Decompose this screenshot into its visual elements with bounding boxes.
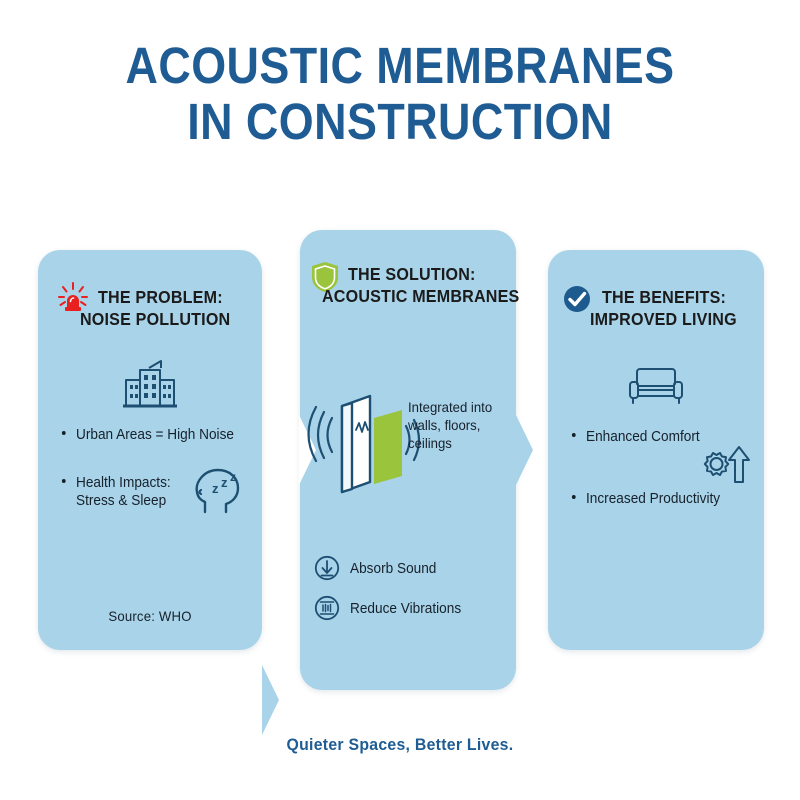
panel-problem-heading-line-1: THE PROBLEM: [98, 287, 223, 307]
panel-solution-heading-line-2: ACOUSTIC MEMBRANES [322, 286, 520, 306]
footer-tagline-text: Quieter Spaces, Better Lives. [286, 735, 514, 754]
connector-notch-benefits [547, 665, 564, 735]
siren-icon [56, 280, 90, 319]
arrow-down-circle-icon [314, 555, 340, 586]
page-title-line-1: ACOUSTIC MEMBRANES [125, 37, 675, 94]
problem-bullet-1-label: Urban Areas = High Noise [76, 427, 234, 443]
connector-arrow-solution-to-benefits [516, 415, 533, 485]
shield-icon [310, 260, 340, 299]
solution-feature-1-label: Absorb Sound [350, 561, 437, 577]
panel-problem: THE PROBLEM: NOISE POLLUTION [38, 250, 279, 735]
page-title: ACOUSTIC MEMBRANES IN CONSTRUCTION [101, 38, 699, 150]
sofa-icon [627, 362, 685, 413]
connector-arrow-problem-to-solution [262, 665, 279, 735]
svg-text:z: z [221, 475, 228, 490]
problem-bullet-1: Urban Areas = High Noise [61, 426, 245, 444]
benefits-bullet-2: Increased Productivity [571, 490, 755, 508]
svg-text:z: z [212, 481, 219, 496]
benefits-bullet-1-label: Enhanced Comfort [586, 429, 700, 445]
panel-benefits-heading-line-2: IMPROVED LIVING [590, 309, 737, 329]
bullet-dot [61, 431, 66, 435]
benefits-bullet-1: Enhanced Comfort [571, 428, 746, 446]
problem-source-label: Source: WHO [108, 608, 192, 624]
bullet-dot [571, 495, 576, 499]
panel-benefits: THE BENEFITS: IMPROVED LIVING Enhanced C [547, 250, 764, 735]
vibration-circle-icon [314, 595, 340, 626]
panel-solution: THE SOLUTION: ACOUSTIC MEMBRANES [299, 230, 533, 690]
bullet-dot [61, 479, 66, 483]
bullet-dot [571, 433, 576, 437]
sleeping-head-zzz-icon: z z z [190, 460, 248, 523]
panel-problem-heading-line-2: NOISE POLLUTION [80, 309, 231, 329]
solution-caption: Integrated into walls, floors, ceilings [408, 399, 493, 451]
footer-tagline: Quieter Spaces, Better Lives. [0, 735, 800, 755]
page-title-line-2: IN CONSTRUCTION [187, 93, 613, 150]
city-building-icon [118, 358, 182, 417]
benefits-bullet-2-label: Increased Productivity [586, 491, 721, 507]
solution-feature-2-label: Reduce Vibrations [350, 601, 462, 617]
panel-solution-heading-line-1: THE SOLUTION: [348, 264, 476, 284]
panel-benefits-heading-line-1: THE BENEFITS: [602, 287, 727, 307]
check-circle-icon [562, 284, 592, 319]
gear-up-arrow-icon [692, 440, 754, 499]
problem-bullet-2-label: Health Impacts: Stress & Sleep [76, 475, 171, 509]
svg-text:z: z [230, 470, 236, 484]
problem-bullet-2: Health Impacts: Stress & Sleep [61, 474, 189, 510]
acoustic-panel-icon [304, 370, 424, 505]
